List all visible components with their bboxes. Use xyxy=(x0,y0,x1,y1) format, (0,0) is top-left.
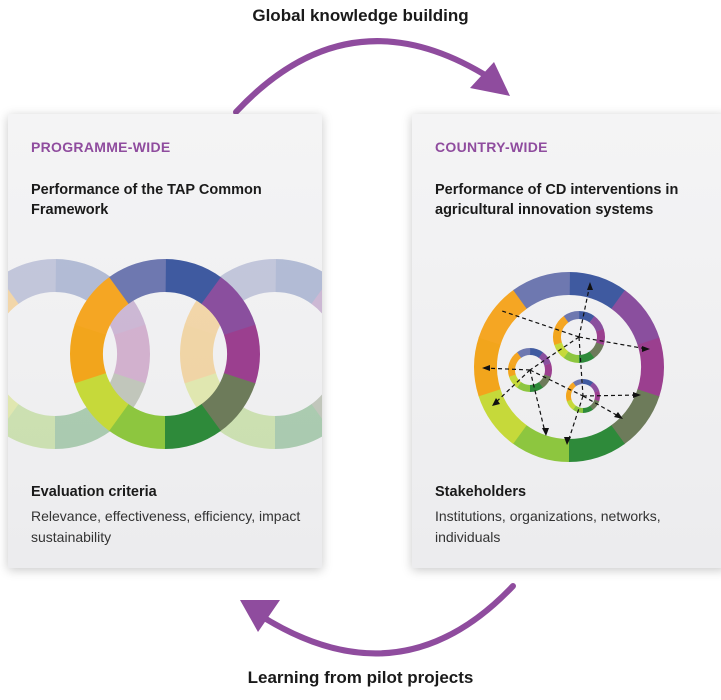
faded-right-ring-segment xyxy=(180,323,217,384)
stakeholder-ring-segment xyxy=(517,348,531,358)
stakeholder-ring-segment xyxy=(529,382,543,392)
system-ring-segment xyxy=(637,337,664,398)
main-ring-segment xyxy=(200,373,256,432)
stakeholder-ring-segment xyxy=(563,311,580,323)
system-ring-segment xyxy=(478,388,527,444)
panel-label: PROGRAMME-WIDE xyxy=(31,139,171,155)
stakeholder-network-graphic xyxy=(474,272,664,462)
stakeholder-ring-segment xyxy=(589,399,600,410)
stakeholder-ring xyxy=(566,379,600,413)
stakeholder-ring-segment xyxy=(578,351,595,363)
faded-right-ring-segment xyxy=(310,394,322,421)
stakeholder-ring-segment xyxy=(516,382,530,392)
system-ring-segment xyxy=(569,272,626,310)
stakeholder-ring-segment xyxy=(589,315,604,332)
system-ring xyxy=(474,272,664,462)
stakeholder-ring-segment xyxy=(530,348,544,358)
main-ring-segment xyxy=(69,323,107,384)
system-ring-segment xyxy=(512,424,569,462)
stakeholder-ring-segment xyxy=(553,328,562,346)
stakeholder-ring xyxy=(508,348,552,392)
faded-right-ring-segment xyxy=(311,289,322,314)
faded-left-ring-segment xyxy=(8,259,56,304)
faded-right-ring-segment xyxy=(274,404,322,449)
stakeholder-ring-segment xyxy=(566,390,572,402)
system-ring-segment xyxy=(611,290,660,346)
main-ring-segment xyxy=(108,403,165,449)
country-wide-panel: COUNTRY-WIDE Performance of CD intervent… xyxy=(412,114,721,568)
faded-left-ring-segment xyxy=(8,287,20,314)
main-ring-segment xyxy=(201,277,256,336)
faded-left-ring-segment xyxy=(8,394,19,419)
triple-ring-graphic xyxy=(8,259,322,449)
main-ring-segment xyxy=(109,259,166,304)
stakeholder-ring-segment xyxy=(573,379,584,387)
faded-left-ring-segment xyxy=(113,324,150,385)
panel-body: Institutions, organizations, networks, i… xyxy=(435,508,661,545)
bottom-cycle-arrow xyxy=(240,583,516,657)
top-cycle-arrow xyxy=(233,38,510,115)
network-links xyxy=(483,283,648,443)
panel-subhead: Evaluation criteria xyxy=(31,484,157,500)
stakeholder-ring-segment xyxy=(566,399,576,410)
system-ring-segment xyxy=(568,425,625,462)
stakeholder-ring-segment xyxy=(509,352,522,366)
top-heading: Global knowledge building xyxy=(252,6,469,25)
stakeholder-ring-segment xyxy=(554,342,569,359)
panel-title: Performance of the TAP Common Framework xyxy=(31,182,262,218)
stakeholder-ring-segment xyxy=(572,405,583,413)
main-ring-segment xyxy=(74,276,130,335)
system-ring-segment xyxy=(478,289,528,345)
faded-left-ring-segment xyxy=(8,403,56,449)
stakeholder-ring xyxy=(553,311,605,363)
stakeholder-ring-segment xyxy=(544,363,552,378)
stakeholder-ring-segment xyxy=(538,352,551,366)
stakeholder-ring-segment xyxy=(596,328,605,346)
main-ring-segment xyxy=(164,404,221,449)
main-ring-segment xyxy=(165,259,222,305)
network-arrowheads xyxy=(482,282,650,445)
panel-title: Performance of CD interventions in agric… xyxy=(435,182,679,218)
panel-label: COUNTRY-WIDE xyxy=(435,139,548,155)
stakeholder-ring-segment xyxy=(554,315,569,332)
stakeholder-ring-segment xyxy=(589,342,604,359)
panel-subhead: Stakeholders xyxy=(435,484,527,500)
system-ring-segment xyxy=(610,389,660,445)
stakeholder-ring-segment xyxy=(538,374,551,388)
main-ring xyxy=(69,259,260,449)
faded-right-ring-segment xyxy=(275,259,322,305)
bottom-heading: Learning from pilot projects xyxy=(247,668,474,687)
programme-wide-panel: PROGRAMME-WIDE Performance of the TAP Co… xyxy=(8,114,322,568)
stakeholder-ring-segment xyxy=(583,379,594,387)
stakeholder-ring-segment xyxy=(579,311,595,323)
stakeholder-ring-segment xyxy=(509,374,522,388)
panel-body: Relevance, effectiveness, efficiency, im… xyxy=(31,508,301,545)
main-ring-segment xyxy=(74,372,129,431)
stakeholder-ring-segment xyxy=(582,405,593,413)
stakeholder-ring-segment xyxy=(563,351,579,363)
stakeholder-ring-segment xyxy=(590,382,600,393)
stakeholder-ring-segment xyxy=(508,362,516,377)
system-ring-segment xyxy=(513,272,570,309)
main-ring-segment xyxy=(223,324,260,385)
